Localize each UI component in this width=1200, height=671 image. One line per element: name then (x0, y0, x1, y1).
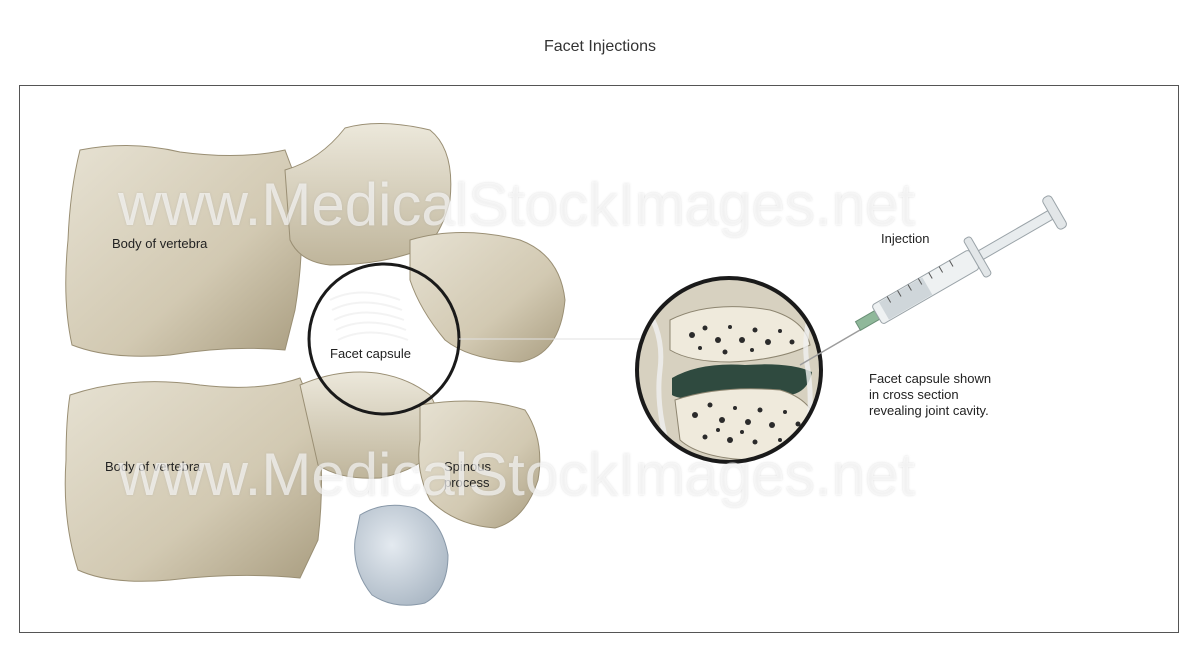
figure-title: Facet Injections (543, 38, 657, 55)
needle (799, 329, 861, 366)
syringe (854, 195, 1067, 332)
label-cross-section-line1: Facet capsule shown (869, 371, 992, 386)
upper-vertebral-body (65, 144, 303, 357)
label-cross-section-line2: in cross section (869, 387, 959, 402)
upper-spinous-process (409, 232, 566, 363)
label-spinous-process: Spinous process (444, 459, 491, 491)
cross-section-zoom (637, 278, 821, 462)
label-cross-section: Facet capsule shown in cross section rev… (869, 371, 1049, 419)
label-facet-capsule: Facet capsule (330, 346, 411, 361)
label-body-of-vertebra-upper: Body of vertebra (112, 236, 208, 251)
intervertebral-disc (354, 504, 449, 606)
lower-spinous-process (418, 400, 541, 529)
label-spinous-line1: Spinous (444, 459, 491, 474)
upper-articular-process (284, 123, 452, 266)
label-spinous-line2: process (444, 475, 490, 490)
cross-section-ring (635, 276, 823, 464)
label-injection: Injection (881, 231, 930, 246)
lower-vertebral-body (64, 377, 322, 582)
label-cross-section-line3: revealing joint cavity. (869, 403, 989, 418)
label-body-of-vertebra-lower: Body of vertebra (105, 459, 201, 474)
facet-capsule-fibres (329, 291, 409, 341)
